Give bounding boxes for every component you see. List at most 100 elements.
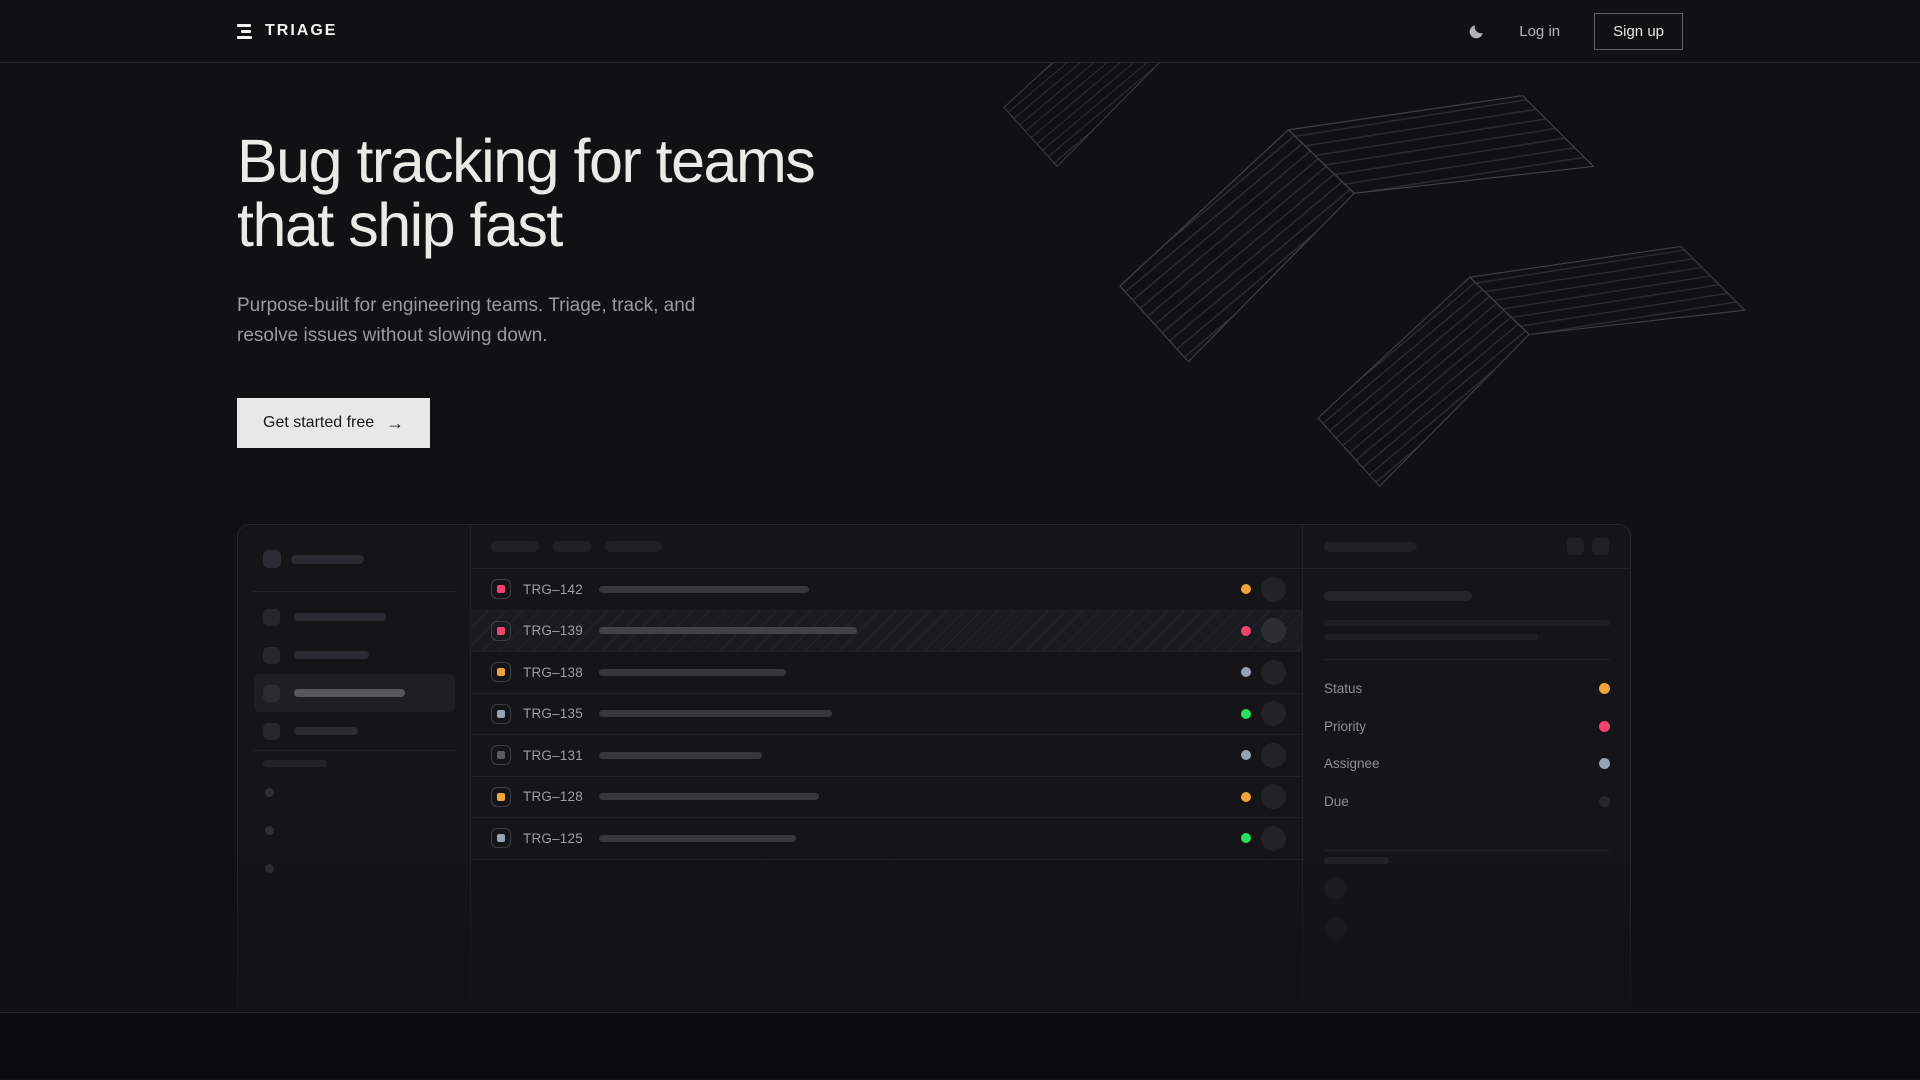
- issue-id: TRG–125: [523, 830, 583, 846]
- sidebar-item-skeleton: [254, 598, 455, 636]
- skeleton-bar: [1324, 541, 1417, 552]
- status-dot: [1241, 708, 1251, 719]
- assignee-avatar-skeleton: [1261, 742, 1286, 768]
- login-link[interactable]: Log in: [1519, 22, 1561, 40]
- skeleton-bar: [294, 613, 386, 621]
- issue-title-skeleton: [599, 627, 857, 635]
- issue-title-skeleton: [599, 668, 786, 676]
- issue-type-icon: [491, 745, 511, 766]
- issue-id: TRG–135: [523, 706, 583, 722]
- property-label: Priority: [1324, 718, 1367, 734]
- sidebar-item-skeleton: [254, 712, 455, 750]
- property-value-dot: [1599, 720, 1610, 732]
- issue-type-icon: [491, 662, 511, 683]
- top-nav: TRIAGE Log in Sign up: [0, 0, 1920, 63]
- issue-id: TRG–128: [523, 789, 583, 805]
- issue-type-icon: [491, 703, 511, 724]
- detail-header-skeleton: [1303, 525, 1630, 569]
- assignee-avatar-skeleton: [1261, 784, 1286, 810]
- sidebar-item-icon-skeleton: [263, 722, 280, 740]
- signup-button[interactable]: Sign up: [1594, 12, 1683, 50]
- issue-type-icon-core: [497, 792, 505, 801]
- issue-type-icon: [491, 579, 511, 600]
- property-value-dot: [1599, 758, 1610, 770]
- sidebar-item-icon-skeleton: [263, 684, 280, 702]
- skeleton-bar: [291, 554, 364, 564]
- assignee-avatar-skeleton: [1261, 618, 1286, 644]
- issue-id: TRG–139: [523, 623, 583, 639]
- assignee-avatar-skeleton: [1261, 659, 1286, 685]
- issue-id: TRG–131: [523, 747, 583, 763]
- property-row-status: Status: [1324, 670, 1610, 708]
- skeleton-bar: [294, 651, 369, 659]
- status-dot: [1241, 584, 1251, 595]
- issue-type-icon-core: [497, 751, 505, 760]
- sidebar-item-skeleton: [254, 636, 455, 674]
- issue-type-icon-core: [497, 834, 505, 843]
- status-dot: [1241, 791, 1251, 802]
- issue-type-icon-core: [497, 709, 505, 718]
- issue-type-icon-core: [497, 585, 505, 594]
- brand-name: TRIAGE: [265, 22, 338, 39]
- issue-row: TRG–128: [471, 777, 1302, 818]
- divider: [253, 750, 455, 751]
- action-square-skeleton: [1567, 538, 1584, 555]
- theme-toggle-button[interactable]: [1468, 23, 1485, 40]
- sidebar-item-skeleton-active: [254, 674, 455, 712]
- triage-logo-icon: [237, 23, 253, 39]
- issue-id: TRG–142: [523, 581, 583, 597]
- activity-avatar-skeleton: [1324, 917, 1347, 940]
- property-value-dot: [1599, 795, 1610, 807]
- detail-title-skeleton: [1324, 591, 1472, 601]
- section-label-skeleton: [263, 760, 327, 767]
- list-toolbar-skeleton: [471, 525, 1302, 569]
- issue-row: TRG–142: [471, 569, 1302, 611]
- issue-row-selected: TRG–139: [471, 610, 1302, 652]
- status-dot: [1241, 667, 1251, 678]
- sidebar-nav-skeleton: [254, 598, 455, 750]
- assignee-avatar-skeleton: [1261, 825, 1286, 851]
- property-value-dot: [1599, 683, 1610, 695]
- sidebar-dot-skeleton: [265, 826, 274, 835]
- issue-row: TRG–135: [471, 694, 1302, 735]
- activity-avatar-skeleton: [1324, 877, 1347, 900]
- assignee-avatar-skeleton: [1261, 576, 1286, 602]
- sidebar-dot-skeleton: [265, 864, 274, 873]
- status-dot: [1241, 750, 1251, 761]
- issue-type-icon: [491, 828, 511, 849]
- issue-row: TRG–131: [471, 735, 1302, 777]
- issue-type-icon-core: [497, 668, 505, 677]
- hero-title-line2: that ship fast: [237, 191, 563, 259]
- nav-actions: Log in Sign up: [1468, 12, 1683, 50]
- issue-title-skeleton: [599, 793, 819, 801]
- sidebar-item-icon-skeleton: [263, 608, 280, 626]
- filter-pill-skeleton: [605, 541, 662, 552]
- get-started-button[interactable]: Get started free →: [237, 398, 431, 448]
- skeleton-bar: [294, 689, 405, 697]
- issue-type-icon-core: [497, 626, 505, 635]
- workspace-avatar-skeleton: [263, 550, 281, 568]
- detail-header-actions-skeleton: [1567, 538, 1609, 555]
- property-label: Status: [1324, 681, 1363, 697]
- arrow-right-icon: →: [386, 413, 405, 433]
- property-row-assignee: Assignee: [1324, 745, 1610, 783]
- brand-logo[interactable]: TRIAGE: [237, 22, 337, 40]
- skeleton-bar: [1324, 620, 1610, 626]
- action-square-skeleton: [1592, 538, 1609, 555]
- issue-type-icon: [491, 786, 511, 807]
- get-started-label: Get started free: [263, 414, 375, 431]
- divider: [1324, 850, 1610, 851]
- issue-title-skeleton: [599, 834, 796, 842]
- property-label: Assignee: [1324, 756, 1380, 772]
- status-dot: [1241, 625, 1251, 636]
- divider: [253, 591, 455, 592]
- status-dot: [1241, 833, 1251, 844]
- skeleton-bar: [294, 727, 358, 735]
- hero-subtitle: Purpose-built for engineering teams. Tri…: [237, 295, 696, 346]
- issue-id: TRG–138: [523, 664, 583, 680]
